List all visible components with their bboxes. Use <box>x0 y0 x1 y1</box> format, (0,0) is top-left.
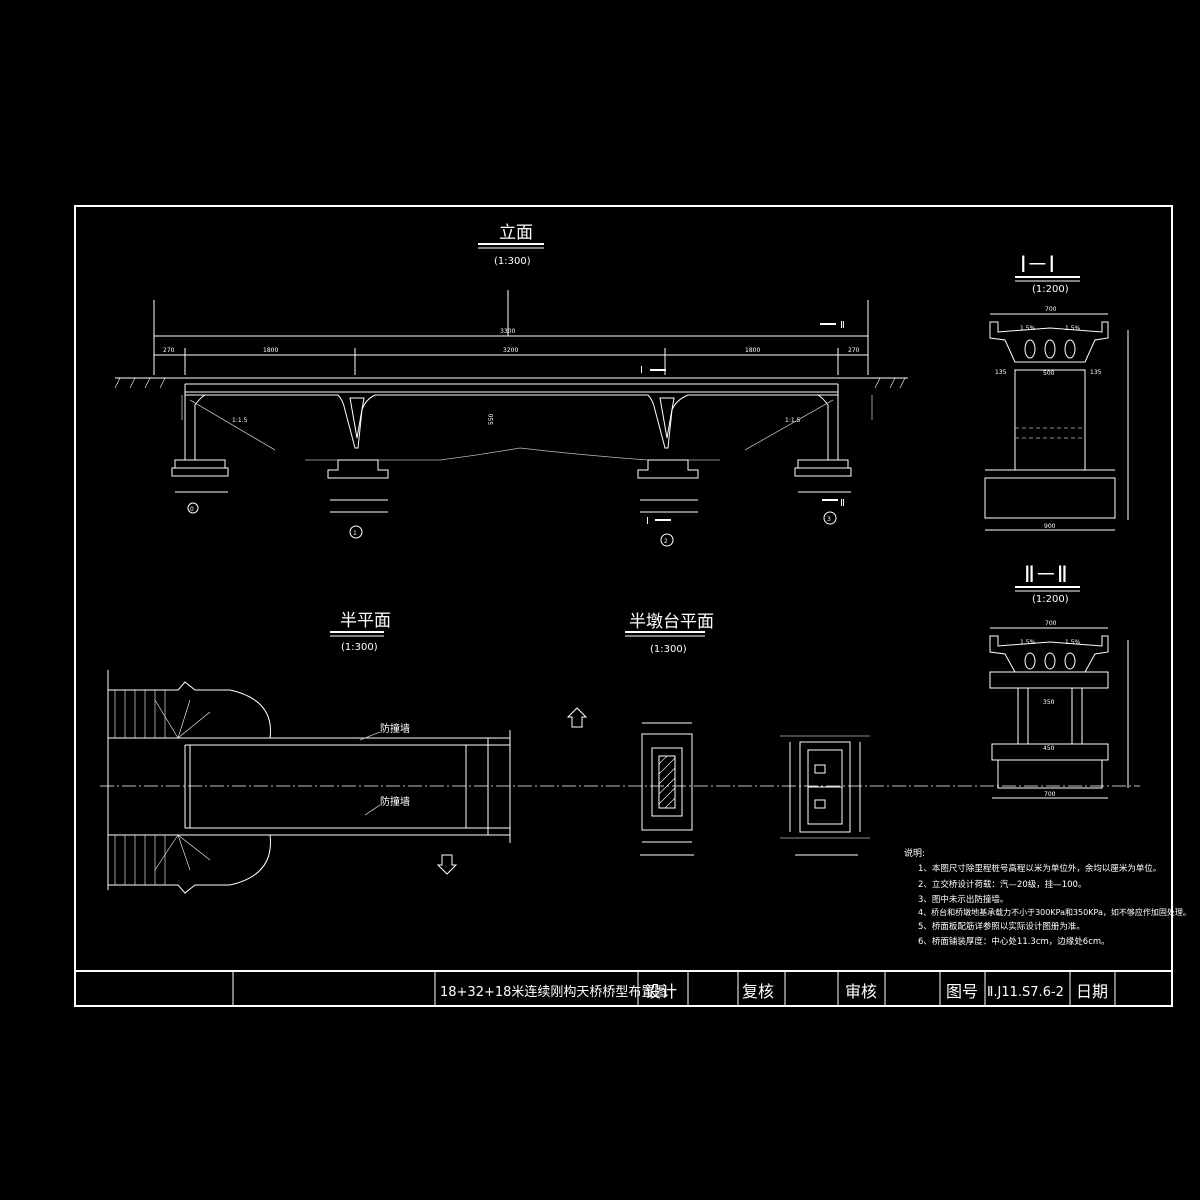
section-2-scale: (1:200) <box>1032 594 1069 605</box>
s2-slope-right: 1.5% <box>1065 639 1081 646</box>
dim-end-left: 270 <box>163 347 175 354</box>
section-mark-1-bottom: Ⅰ <box>646 516 649 527</box>
section-1-scale: (1:200) <box>1032 284 1069 295</box>
section-mark-2-top: Ⅱ <box>840 320 845 331</box>
pier-label-0: 0 <box>190 506 194 513</box>
note-5: 5、桥面板配筋详参照以实际设计图册为准。 <box>918 921 1085 932</box>
abutment-plan-title: 半墩台平面 <box>629 612 714 632</box>
s1-slope-left: 1.5% <box>1020 325 1036 332</box>
title-block: 18+32+18米连续刚构天桥桥型布置图 设计 复核 审核 图号 Ⅱ.J11.S… <box>75 970 1172 1006</box>
note-3: 3、图中未示出防撞墙。 <box>918 894 1008 905</box>
s1-dim-side-right: 135 <box>1090 369 1102 376</box>
rail-label-bottom: 防撞墙 <box>380 795 410 808</box>
half-plan-title: 半平面 <box>340 611 391 631</box>
elevation-scale: (1:300) <box>494 256 531 267</box>
dim-end-right: 270 <box>848 347 860 354</box>
half-plan-scale: (1:300) <box>341 642 378 653</box>
note-2: 2、立交桥设计荷载：汽—20级，挂—100。 <box>918 879 1086 890</box>
s1-dim-top: 700 <box>1045 306 1057 313</box>
drawing-no-value: Ⅱ.J11.S7.6-2 <box>987 985 1064 1000</box>
section-mark-2-bottom: Ⅱ <box>840 498 845 509</box>
pier-label-3: 3 <box>827 516 831 523</box>
dim-span-right: 1800 <box>745 347 760 354</box>
north-arrow-up-icon <box>566 707 588 728</box>
note-6: 6、桥面铺装厚度：中心处11.3cm，边缘处6cm。 <box>918 936 1110 947</box>
date-label: 日期 <box>1076 982 1108 1001</box>
s2-dim-top: 700 <box>1045 620 1057 627</box>
drawing-title: 18+32+18米连续刚构天桥桥型布置图 <box>440 984 667 1000</box>
notes-block: 说明: 1、本图尺寸除里程桩号高程以米为单位外，余均以厘米为单位。 2、立交桥设… <box>904 847 1191 947</box>
dim-span-left: 1800 <box>263 347 278 354</box>
section-1-view: Ⅰ－Ⅰ (1:200) 700 1.5% 1.5% 500 135 135 90… <box>984 253 1129 531</box>
elevation-view: 立面 (1:300) 3300 1800 3200 1800 270 270 <box>114 223 908 547</box>
check-label: 复核 <box>742 982 774 1001</box>
section-2-title: Ⅱ－Ⅱ <box>1024 563 1068 588</box>
s2-slope-left: 1.5% <box>1020 639 1036 646</box>
s2-dim-base: 700 <box>1044 791 1056 798</box>
half-plan-view: 半平面 (1:300) 防撞墙 防撞墙 <box>100 611 1140 894</box>
note-4: 4、桥台和桥墩地基承载力不小于300KPa和350KPa，如不够应作加固处理。 <box>918 907 1191 917</box>
dim-height: 550 <box>488 413 495 425</box>
notes-heading: 说明: <box>904 847 925 859</box>
pier-label-1: 1 <box>353 530 357 537</box>
slope-right: 1:1.5 <box>785 417 801 424</box>
s1-slope-right: 1.5% <box>1065 325 1081 332</box>
dim-span-mid: 3200 <box>503 347 518 354</box>
s1-dim-side-left: 135 <box>995 369 1007 376</box>
pier-label-2: 2 <box>664 538 668 545</box>
s2-dim-mid: 350 <box>1043 699 1055 706</box>
s1-dim-base: 900 <box>1044 523 1056 530</box>
north-arrow-down-icon <box>436 854 458 875</box>
s2-dim-col: 450 <box>1043 745 1055 752</box>
design-label: 设计 <box>645 982 677 1001</box>
half-abutment-plan-view: 半墩台平面 (1:300) <box>625 612 870 856</box>
section-1-title: Ⅰ－Ⅰ <box>1020 253 1055 278</box>
elevation-title: 立面 <box>499 223 533 243</box>
s1-dim-mid: 500 <box>1043 370 1055 377</box>
review-label: 审核 <box>845 982 877 1001</box>
drawing-no-label: 图号 <box>946 982 978 1001</box>
abutment-plan-scale: (1:300) <box>650 644 687 655</box>
section-mark-1-top: Ⅰ <box>640 365 643 376</box>
dim-overall: 3300 <box>500 328 515 335</box>
slope-left: 1:1.5 <box>232 417 248 424</box>
rail-label-top: 防撞墙 <box>380 722 410 735</box>
drawing-frame <box>74 205 1173 1007</box>
note-1: 1、本图尺寸除里程桩号高程以米为单位外，余均以厘米为单位。 <box>918 863 1161 874</box>
section-2-view: Ⅱ－Ⅱ (1:200) 700 1.5% 1.5% 350 450 700 <box>989 563 1129 799</box>
